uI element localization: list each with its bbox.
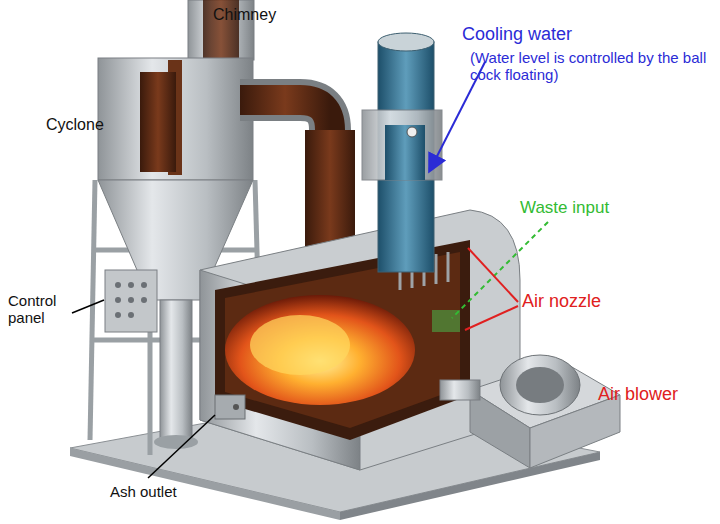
part-name: Air nozzle <box>522 291 601 312</box>
part-name: Control panel <box>8 292 74 327</box>
part-name: Cooling water <box>462 24 572 45</box>
part-name: Ash outlet <box>110 483 177 500</box>
part-name: Waste input <box>520 198 609 218</box>
note-text: (Water level is controlled by the ball c… <box>470 49 715 84</box>
part-name: Cyclone <box>46 116 104 134</box>
part-name: Air blower <box>598 384 678 405</box>
part-name: Chimney <box>213 6 276 24</box>
